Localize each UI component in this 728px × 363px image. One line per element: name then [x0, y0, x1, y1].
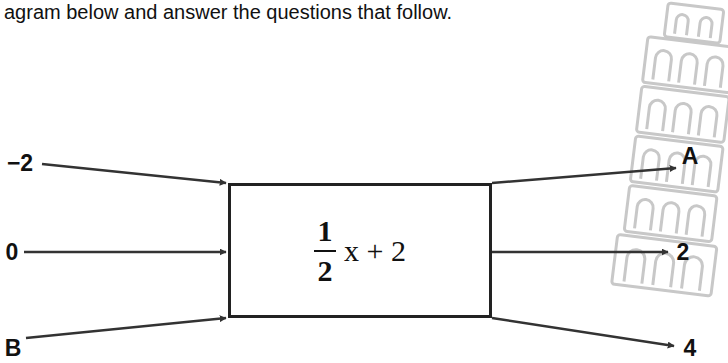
output-arrow	[492, 318, 674, 346]
function-box: 12x + 2	[228, 183, 492, 318]
fraction-numerator: 1	[318, 215, 333, 247]
output-arrow	[492, 251, 668, 254]
output-arrow	[492, 168, 676, 183]
fraction-denominator: 2	[318, 255, 333, 287]
output-value: 4	[684, 337, 697, 360]
machine-arrows	[24, 164, 676, 346]
input-arrow	[42, 164, 226, 183]
input-value: 0	[6, 241, 19, 264]
input-value: −2	[7, 152, 33, 175]
rule-term: x + 2	[344, 235, 406, 267]
fraction-bar	[314, 250, 336, 252]
instruction-text: agram below and answer the questions tha…	[4, 2, 452, 22]
output-value: 2	[677, 241, 690, 264]
input-arrow	[26, 318, 226, 338]
rule-expression: 12x + 2	[314, 215, 406, 286]
input-arrow	[24, 251, 226, 254]
input-name: B	[5, 337, 22, 360]
fraction: 12	[314, 215, 336, 286]
output-name: A	[682, 145, 699, 168]
